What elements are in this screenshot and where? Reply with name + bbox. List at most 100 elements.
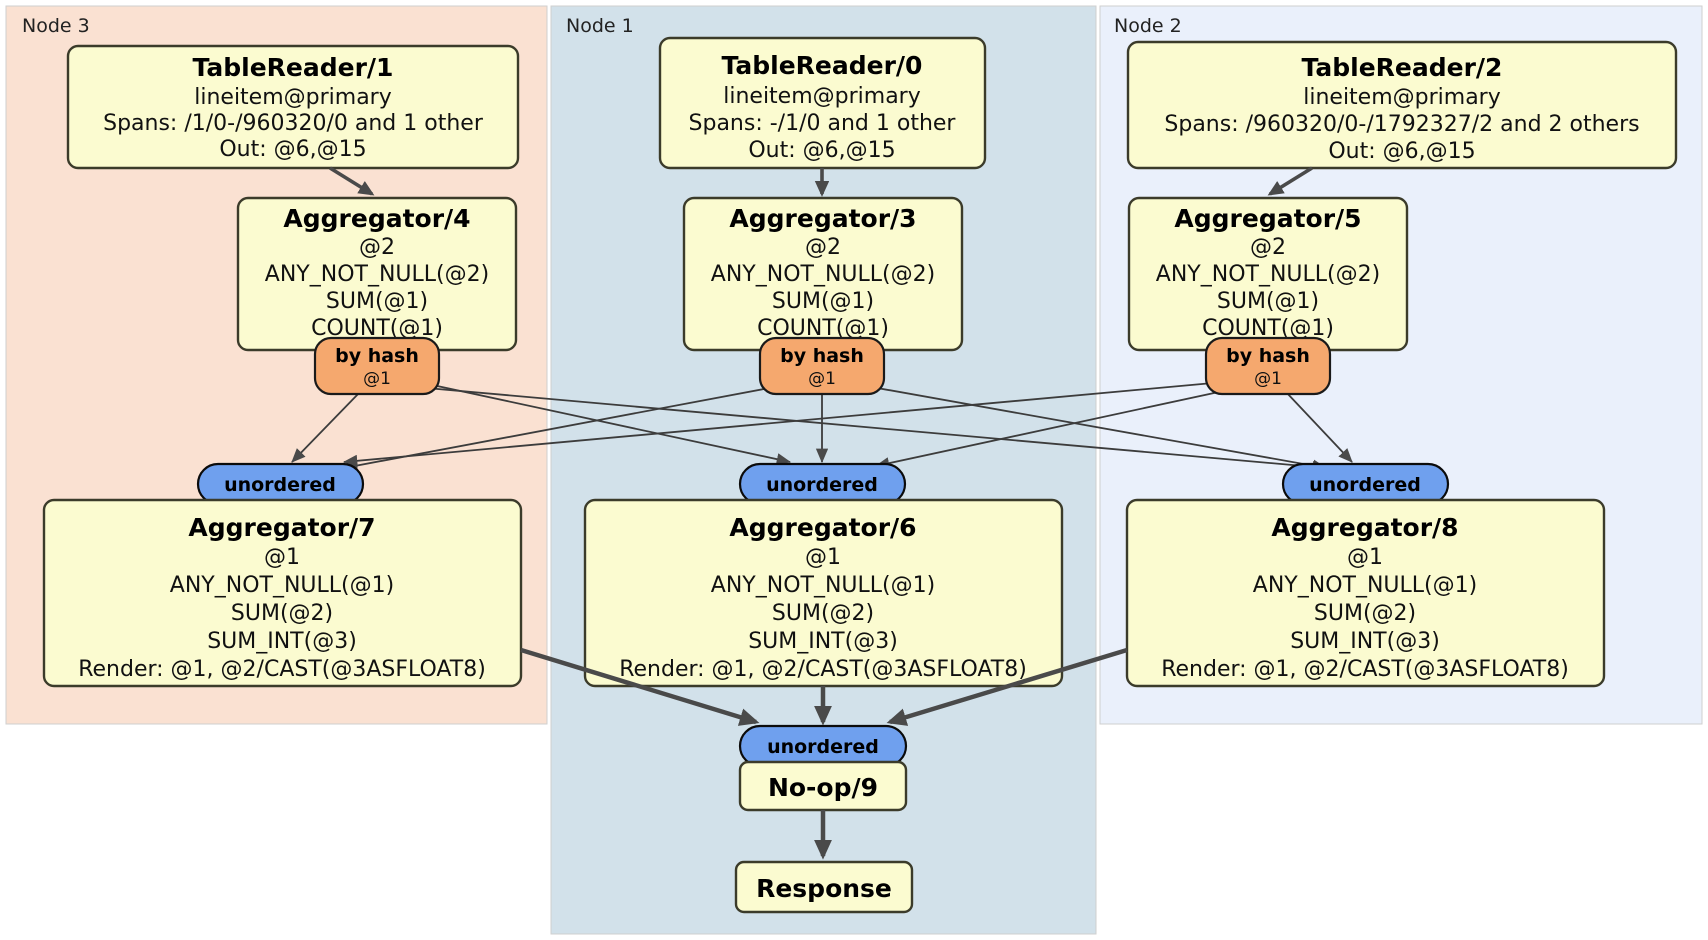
response-label: Response bbox=[756, 874, 892, 903]
aggregator-4-line-2: SUM(@1) bbox=[326, 289, 428, 314]
router-by-hash-node2[interactable]: by hash @1 bbox=[1204, 336, 1332, 396]
aggregator-6-line-4: Render: @1, @2/CAST(@3ASFLOAT8) bbox=[619, 657, 1027, 682]
aggregator-3-line-0: @2 bbox=[805, 235, 841, 260]
aggregator-8-line-1: ANY_NOT_NULL(@1) bbox=[1253, 573, 1477, 598]
by-hash-node3-pill[interactable] bbox=[313, 336, 441, 396]
aggregator-5-title: Aggregator/5 bbox=[1174, 204, 1361, 233]
by-hash-node3-sub: @1 bbox=[363, 369, 391, 389]
node-aggregator-8[interactable]: Aggregator/8 @1 ANY_NOT_NULL(@1) SUM(@2)… bbox=[1125, 498, 1606, 688]
aggregator-7-line-0: @1 bbox=[264, 545, 300, 570]
by-hash-node2-label: by hash bbox=[1226, 345, 1310, 367]
edge-agg8-to-sync9 bbox=[886, 647, 1128, 726]
aggregator-6-line-0: @1 bbox=[805, 545, 841, 570]
aggregator-4-line-1: ANY_NOT_NULL(@2) bbox=[265, 262, 489, 287]
edge-tr1-to-agg4 bbox=[329, 166, 375, 196]
aggregator-8-line-4: Render: @1, @2/CAST(@3ASFLOAT8) bbox=[1161, 657, 1569, 682]
node-tablereader-1[interactable]: TableReader/1 lineitem@primary Spans: /1… bbox=[66, 44, 520, 170]
aggregator-6-line-2: SUM(@2) bbox=[772, 601, 874, 626]
tablereader-1-line-2: Out: @6,@15 bbox=[219, 137, 366, 162]
node-aggregator-7[interactable]: Aggregator/7 @1 ANY_NOT_NULL(@1) SUM(@2)… bbox=[42, 498, 523, 688]
final-merge-edges bbox=[520, 647, 1128, 726]
node-aggregator-3[interactable]: Aggregator/3 @2 ANY_NOT_NULL(@2) SUM(@1)… bbox=[682, 196, 964, 352]
node-aggregator-4[interactable]: Aggregator/4 @2 ANY_NOT_NULL(@2) SUM(@1)… bbox=[236, 196, 518, 352]
edge-agg7-to-sync9 bbox=[520, 647, 760, 726]
region-label-node1: Node 1 bbox=[566, 15, 634, 37]
tablereader-0-line-2: Out: @6,@15 bbox=[748, 138, 895, 163]
node-aggregator-6[interactable]: Aggregator/6 @1 ANY_NOT_NULL(@1) SUM(@2)… bbox=[583, 498, 1064, 688]
tablereader-2-box[interactable] bbox=[1126, 40, 1678, 170]
by-hash-node1-label: by hash bbox=[780, 345, 864, 367]
aggregator-8-title: Aggregator/8 bbox=[1271, 513, 1458, 542]
sync-unordered-node1[interactable]: unordered bbox=[738, 462, 907, 506]
node-tablereader-0[interactable]: TableReader/0 lineitem@primary Spans: -/… bbox=[658, 36, 987, 170]
node-response[interactable]: Response bbox=[734, 860, 914, 914]
edge-hash3-to-sync8 bbox=[865, 385, 1328, 472]
edge-hash5-to-sync7 bbox=[342, 381, 1225, 467]
tablereader-1-title: TableReader/1 bbox=[193, 53, 394, 82]
unordered-node2-label: unordered bbox=[1309, 474, 1421, 496]
aggregator-5-line-2: SUM(@1) bbox=[1217, 289, 1319, 314]
edge-hash4-to-sync8 bbox=[403, 385, 1328, 473]
aggregator-5-line-1: ANY_NOT_NULL(@2) bbox=[1156, 262, 1380, 287]
aggregator-8-box[interactable] bbox=[1125, 498, 1606, 688]
aggregator-8-line-2: SUM(@2) bbox=[1314, 601, 1416, 626]
tablereader-2-line-1: Spans: /960320/0-/1792327/2 and 2 others bbox=[1164, 112, 1639, 137]
aggregator-4-title: Aggregator/4 bbox=[283, 204, 470, 233]
response-box[interactable] bbox=[734, 860, 914, 914]
by-hash-node3-label: by hash bbox=[335, 345, 419, 367]
sync-unordered-node2[interactable]: unordered bbox=[1281, 462, 1450, 506]
edge-tr2-to-agg5 bbox=[1267, 166, 1313, 196]
edge-hash3-to-sync7 bbox=[342, 385, 781, 472]
router-by-hash-node3[interactable]: by hash @1 bbox=[313, 336, 441, 396]
edge-hash4-to-sync7 bbox=[291, 391, 361, 463]
tablereader-0-line-0: lineitem@primary bbox=[723, 84, 921, 109]
tablereader-1-line-0: lineitem@primary bbox=[194, 85, 392, 110]
tablereader-1-box[interactable] bbox=[66, 44, 520, 170]
aggregator-8-line-0: @1 bbox=[1347, 545, 1383, 570]
region-label-node3: Node 3 bbox=[22, 15, 90, 37]
aggregator-7-title: Aggregator/7 bbox=[188, 513, 375, 542]
sync-unordered-node3[interactable]: unordered bbox=[196, 462, 365, 506]
aggregator-6-line-1: ANY_NOT_NULL(@1) bbox=[711, 573, 935, 598]
aggregator-6-title: Aggregator/6 bbox=[729, 513, 916, 542]
unordered-node1-label: unordered bbox=[766, 474, 878, 496]
aggregator-5-line-0: @2 bbox=[1250, 235, 1286, 260]
unordered-node3-label: unordered bbox=[224, 474, 336, 496]
tablereader-2-line-2: Out: @6,@15 bbox=[1328, 139, 1475, 164]
tablereader-0-title: TableReader/0 bbox=[722, 51, 923, 80]
tablereader-2-line-0: lineitem@primary bbox=[1303, 85, 1501, 110]
edge-hash5-to-sync6 bbox=[874, 389, 1229, 470]
region-labels: Node 3 Node 1 Node 2 bbox=[22, 15, 1182, 37]
tablereader-0-line-1: Spans: -/1/0 and 1 other bbox=[689, 111, 957, 136]
node-noop-9[interactable]: No-op/9 bbox=[738, 760, 908, 812]
region-label-node2: Node 2 bbox=[1114, 15, 1182, 37]
by-hash-node2-pill[interactable] bbox=[1204, 336, 1332, 396]
aggregator-6-line-3: SUM_INT(@3) bbox=[748, 629, 898, 654]
aggregator-5-line-3: COUNT(@1) bbox=[1202, 316, 1334, 341]
aggregator-3-line-2: SUM(@1) bbox=[772, 289, 874, 314]
noop-9-label: No-op/9 bbox=[768, 773, 878, 802]
aggregator-3-title: Aggregator/3 bbox=[729, 204, 916, 233]
tablereader-2-title: TableReader/2 bbox=[1302, 53, 1503, 82]
aggregator-7-line-2: SUM(@2) bbox=[231, 601, 333, 626]
aggregator-3-line-1: ANY_NOT_NULL(@2) bbox=[711, 262, 935, 287]
by-hash-node1-sub: @1 bbox=[808, 369, 836, 389]
node-aggregator-5[interactable]: Aggregator/5 @2 ANY_NOT_NULL(@2) SUM(@1)… bbox=[1127, 196, 1409, 352]
aggregator-7-line-3: SUM_INT(@3) bbox=[207, 629, 357, 654]
aggregator-4-line-0: @2 bbox=[359, 235, 395, 260]
aggregator-4-line-3: COUNT(@1) bbox=[311, 316, 443, 341]
aggregator-7-line-4: Render: @1, @2/CAST(@3ASFLOAT8) bbox=[78, 657, 486, 682]
aggregator-7-box[interactable] bbox=[42, 498, 523, 688]
shuffle-edges bbox=[291, 377, 1353, 473]
unordered-final-label: unordered bbox=[767, 736, 879, 758]
tablereader-1-line-1: Spans: /1/0-/960320/0 and 1 other bbox=[103, 111, 484, 136]
by-hash-node1-pill[interactable] bbox=[758, 336, 886, 396]
node-tablereader-2[interactable]: TableReader/2 lineitem@primary Spans: /9… bbox=[1126, 40, 1678, 170]
sync-unordered-final[interactable]: unordered bbox=[738, 724, 908, 768]
edge-hash5-to-sync8 bbox=[1285, 391, 1353, 463]
aggregator-7-line-1: ANY_NOT_NULL(@1) bbox=[170, 573, 394, 598]
by-hash-node2-sub: @1 bbox=[1254, 369, 1282, 389]
router-by-hash-node1[interactable]: by hash @1 bbox=[758, 336, 886, 396]
